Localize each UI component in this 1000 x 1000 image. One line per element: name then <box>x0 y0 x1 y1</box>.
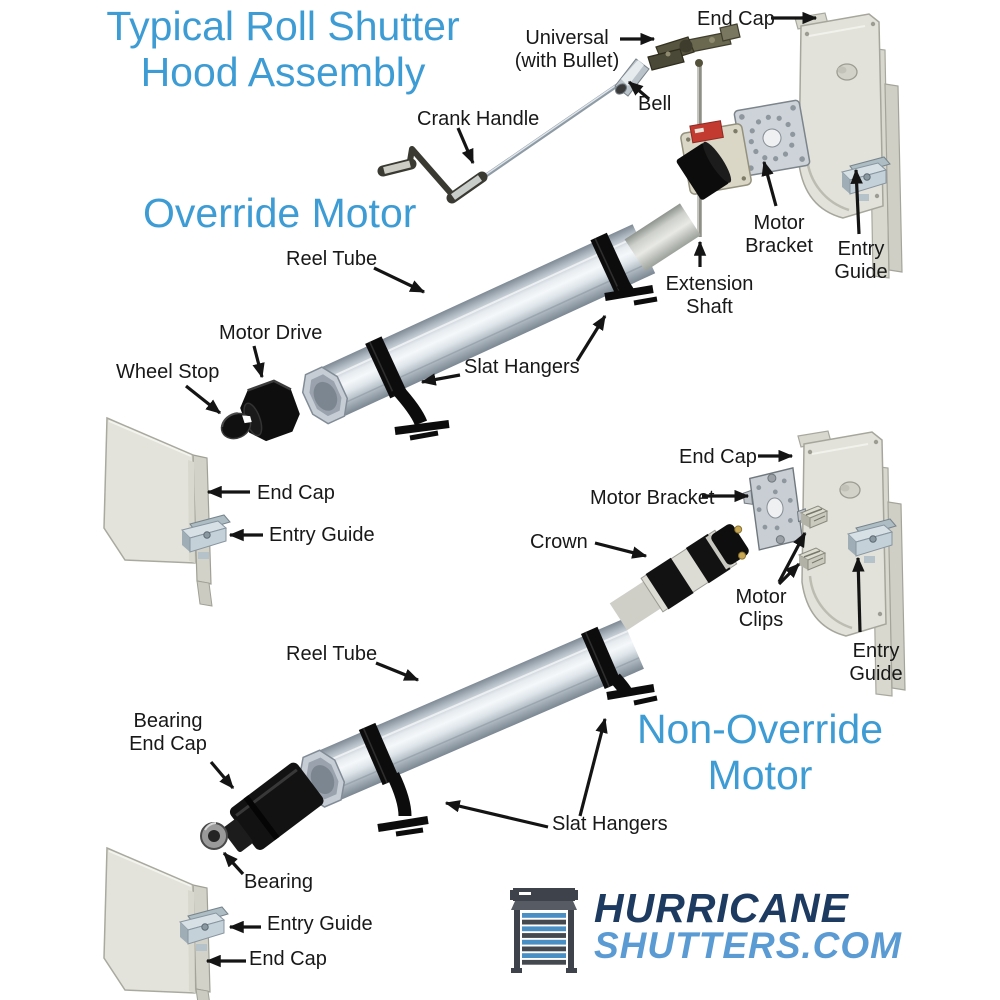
brand-logo: HURRICANE SHUTTERS.COM <box>510 888 902 976</box>
roll-shutter-icon <box>510 888 578 973</box>
label-entry-guide-right-1: Entry Guide <box>834 238 888 283</box>
label-wheel-stop: Wheel Stop <box>116 361 220 383</box>
label-motor-bracket-2: Motor Bracket <box>590 487 715 509</box>
crown-graphic <box>609 524 749 631</box>
bell-graphic <box>614 58 650 97</box>
crank-handle-graphic <box>377 80 624 204</box>
slat-hanger-feet-2-graphic <box>377 673 658 837</box>
motor-collar-graphic <box>676 141 732 200</box>
callout-arrows-override <box>185 11 863 542</box>
non-override-assembly-illustration <box>103 429 907 1000</box>
override-heading: Override Motor <box>143 190 417 236</box>
reel-tube-1-graphic <box>301 224 656 425</box>
label-crown: Crown <box>530 531 588 553</box>
label-entry-guide-right-2: Entry Guide <box>849 640 903 685</box>
label-end-cap-left-2: End Cap <box>249 948 327 970</box>
brand-name-top: HURRICANE <box>594 885 849 931</box>
override-assembly-illustration <box>103 11 904 607</box>
slat-hanger-strap-graphic <box>365 336 407 399</box>
label-crank-handle: Crank Handle <box>417 108 540 130</box>
red-label-graphic <box>689 120 724 144</box>
label-entry-guide-left-1: Entry Guide <box>269 524 375 546</box>
slat-hanger-feet-1-graphic <box>391 279 658 441</box>
non-override-heading: Non-Override Motor <box>636 706 884 798</box>
page-title: Typical Roll Shutter Hood Assembly <box>106 3 460 95</box>
slat-hanger-strap-graphic <box>590 232 632 295</box>
callout-arrows-non-override <box>205 449 865 968</box>
motor-bracket-1-graphic <box>733 99 811 177</box>
label-end-cap-top-right: End Cap <box>697 8 775 30</box>
label-reel-tube-2: Reel Tube <box>286 643 378 665</box>
label-bearing: Bearing <box>244 871 313 893</box>
slat-hanger-strap-graphic <box>358 722 400 786</box>
label-motor-clips: Motor Clips <box>735 586 787 631</box>
reel-tube-2-graphic <box>299 619 644 808</box>
motor-drive-graphic <box>240 379 300 442</box>
motor-tube-graphic <box>624 203 701 272</box>
label-universal: Universal (with Bullet) <box>514 27 620 72</box>
label-motor-bracket-1: Motor Bracket <box>745 212 813 257</box>
label-extension-shaft: Extension Shaft <box>665 273 754 318</box>
bearing-end-cap-graphic <box>222 762 324 852</box>
slat-hanger-strap-graphic <box>580 626 622 690</box>
motor-bracket-2-graphic <box>742 467 807 551</box>
label-reel-tube-1: Reel Tube <box>286 248 378 270</box>
label-end-cap-left-1: End Cap <box>257 482 335 504</box>
end-cap-left-2-graphic <box>103 846 211 1000</box>
label-entry-guide-left-2: Entry Guide <box>267 913 373 935</box>
label-slat-hangers-2: Slat Hangers <box>552 813 668 835</box>
label-bearing-end-cap: Bearing End Cap <box>129 710 207 755</box>
bearing-graphic <box>200 822 228 850</box>
wheel-stop-graphic <box>220 412 252 440</box>
label-slat-hangers-1: Slat Hangers <box>464 356 580 378</box>
brand-name-bottom: SHUTTERS.COM <box>594 925 902 966</box>
end-cap-left-1-graphic <box>103 416 213 607</box>
label-motor-drive: Motor Drive <box>219 322 323 344</box>
label-bell: Bell <box>638 93 672 115</box>
label-end-cap-right-2: End Cap <box>679 446 757 468</box>
universal-joint-graphic <box>647 23 741 71</box>
